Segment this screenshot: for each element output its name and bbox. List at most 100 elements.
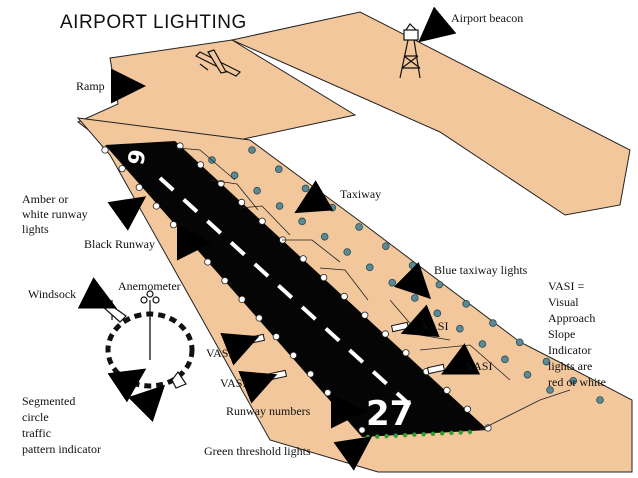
label-amber-lights-3: lights	[22, 222, 49, 236]
label-anemometer: Anemometer	[118, 279, 181, 293]
taxiway-light	[365, 263, 374, 272]
label-black-runway: Black Runway	[84, 237, 155, 251]
arrow-amber-lights	[107, 196, 147, 231]
taxiway-light	[489, 319, 497, 327]
taxiway-light	[546, 386, 554, 394]
label-vasi-note-6: lights are	[548, 359, 592, 373]
label-vasi-note-5: Indicator	[548, 343, 591, 357]
taxiway-light	[478, 340, 487, 348]
runway-edge-light	[340, 292, 348, 300]
runway-edge-light	[196, 161, 205, 169]
runway-edge-light	[381, 330, 389, 338]
label-vasi-note-2: Visual	[548, 295, 579, 309]
label-amber-lights-1: Amber or	[22, 192, 68, 206]
label-runway-numbers: Runway numbers	[226, 404, 311, 418]
taxiway-light	[320, 232, 329, 241]
threshold-light	[449, 430, 454, 436]
windsock-icon	[100, 300, 187, 389]
taxiway-light	[408, 261, 417, 270]
runway-edge-light	[255, 314, 263, 322]
anemometer-icon	[140, 290, 160, 320]
taxiway-light	[298, 217, 306, 226]
label-ramp: Ramp	[76, 79, 105, 93]
threshold-light	[467, 429, 473, 435]
label-vasi-right-1: VASI	[422, 319, 448, 333]
diagram-title: AIRPORT LIGHTING	[60, 12, 247, 33]
label-vasi-note-4: Slope	[548, 327, 575, 341]
arrow-vasi-left-1	[220, 333, 260, 366]
taxiway-light	[523, 370, 532, 379]
runway-centerline	[158, 176, 412, 407]
runway-edge-light	[402, 349, 410, 357]
label-taxiway: Taxiway	[340, 187, 381, 201]
runway-edge-light	[135, 183, 143, 191]
arrow-taxiway	[294, 180, 334, 214]
label-airport-beacon: Airport beacon	[451, 11, 523, 25]
label-vasi-left-2: VASI	[220, 376, 246, 390]
arrow-segmented-circle-2	[127, 384, 166, 423]
runway-edge-light	[221, 277, 229, 285]
threshold-light	[412, 432, 417, 437]
taxiway-light	[456, 324, 464, 333]
taxiway-light	[462, 300, 470, 308]
green-threshold-lights	[365, 429, 473, 440]
runway-edge-light	[306, 370, 315, 378]
runway-edge-light	[289, 351, 298, 359]
label-windsock: Windsock	[28, 287, 76, 301]
threshold-light	[421, 432, 426, 437]
threshold-light	[439, 431, 445, 436]
taxiway-light	[515, 338, 524, 347]
taxiway-light	[410, 294, 419, 302]
runway-edge-light	[361, 311, 369, 319]
runway-edge-light	[324, 389, 332, 397]
taxiway-light	[275, 202, 284, 210]
taxiway-light	[433, 309, 442, 318]
threshold-light	[375, 434, 380, 439]
label-vasi-note-1: VASI =	[548, 279, 584, 293]
taxiway-light	[355, 223, 363, 231]
runway-edge-light	[320, 273, 328, 282]
label-amber-lights-2: white runway	[22, 207, 88, 221]
label-segmented-circle-1: Segmented	[22, 394, 75, 408]
arrow-blue-lights	[393, 261, 432, 300]
threshold-light	[393, 433, 399, 438]
taxiway-light	[435, 280, 444, 289]
pointer-arrows	[77, 6, 481, 471]
threshold-light	[430, 431, 436, 437]
arrow-vasi-right-2	[441, 343, 481, 375]
label-vasi-note-7: red or white	[548, 375, 606, 389]
arrow-segmented-circle	[107, 368, 147, 403]
airplane-icon	[194, 49, 242, 77]
threshold-light	[458, 430, 463, 435]
label-segmented-circle-3: traffic	[22, 426, 51, 440]
apron-strip	[230, 11, 631, 216]
arrow-windsock	[77, 277, 117, 309]
taxiway-light	[230, 171, 239, 180]
runway-number-far: 9	[124, 148, 151, 167]
runway-number-near: 27	[366, 394, 413, 434]
taxiway-light	[253, 186, 261, 195]
taxiway-light	[301, 184, 310, 193]
runway-edge-light	[258, 217, 266, 225]
arrow-threshold	[333, 436, 373, 471]
black-runway	[105, 141, 488, 437]
arrow-beacon	[418, 6, 457, 43]
runway-edge-light	[152, 202, 160, 210]
label-vasi-right-2: VASI	[466, 359, 492, 373]
taxiway-light	[388, 278, 397, 287]
runway-edge-light	[299, 255, 307, 263]
runway-edge-light	[463, 405, 472, 413]
runway-edge-light	[101, 146, 109, 154]
taxiway-light	[542, 357, 551, 366]
taxiway-light	[501, 355, 509, 364]
taxiway-light	[248, 146, 256, 154]
runway-edge-light	[118, 165, 126, 173]
runway-edge-light	[443, 386, 451, 394]
label-blue-taxiway-lights: Blue taxiway lights	[434, 263, 528, 277]
taxiway-light	[596, 396, 604, 404]
taxiway-light	[274, 165, 283, 174]
taxiway-light	[569, 376, 578, 385]
label-vasi-left-1: VASI	[206, 346, 232, 360]
